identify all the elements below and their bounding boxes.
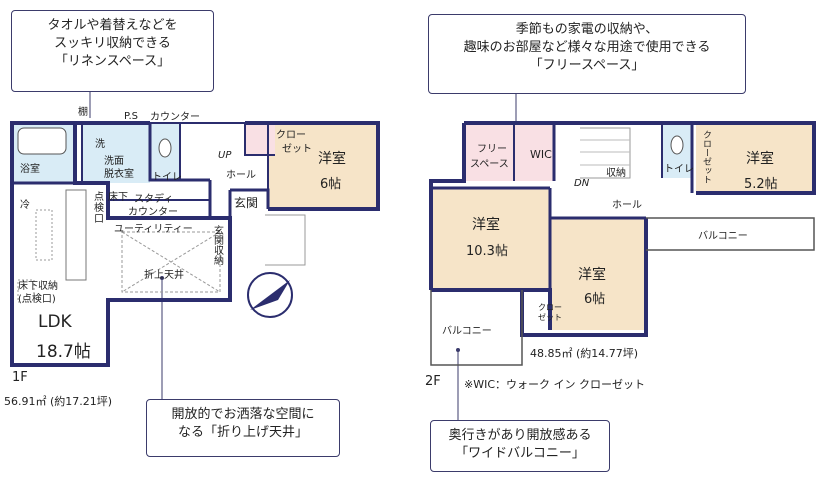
wic-note: ※WIC：ウォーク イン クローゼット bbox=[464, 378, 646, 391]
callout-line: スッキリ収納できる bbox=[54, 36, 171, 51]
label-genkan-storage-3: 収 bbox=[214, 246, 224, 257]
label-tana: 棚 bbox=[78, 107, 88, 118]
label-study-2: カウンター bbox=[128, 207, 178, 218]
room-yoshitsu-1f: 洋室 bbox=[318, 151, 346, 167]
floor-2f-area: 48.85㎡ (約14.77坪) bbox=[530, 347, 639, 360]
room-wash: 洗 bbox=[95, 139, 105, 150]
label-free-2: スペース bbox=[470, 159, 509, 170]
callout-line: 趣味のお部屋など様々な用途で使用できる bbox=[463, 40, 711, 55]
free-space-fill bbox=[464, 123, 514, 181]
callout-line: 季節もの家電の収納や、 bbox=[515, 22, 659, 37]
room-toilet-1f: トイレ bbox=[152, 172, 182, 183]
compass-icon bbox=[247, 272, 293, 318]
callout-line: 開放的でお洒落な空間に bbox=[171, 407, 315, 422]
label-up: UP bbox=[218, 150, 232, 161]
room-ldk-size: 18.7帖 bbox=[36, 342, 91, 362]
label-tenken-2: 検 bbox=[94, 203, 104, 214]
label-genkan-storage-1: 玄 bbox=[214, 226, 224, 237]
room-wic: WIC bbox=[530, 148, 552, 161]
room-yoshitsu-c-size: 6帖 bbox=[584, 292, 606, 307]
room-hall-2f: ホール bbox=[612, 200, 642, 211]
room-toilet-2f: トイレ bbox=[664, 164, 694, 175]
label-genkan-storage-4: 納 bbox=[214, 256, 224, 267]
label-study-1: スタディ bbox=[134, 194, 174, 205]
label-closet2-a: クロー bbox=[538, 303, 562, 312]
yoshitsu-b-fill bbox=[431, 188, 550, 290]
room-washroom-2: 脱衣室 bbox=[104, 169, 134, 180]
room-washroom-1: 洗面 bbox=[104, 156, 124, 167]
floor-1f-label: 1F bbox=[12, 370, 28, 385]
label-closet-vertical: クローゼット bbox=[701, 130, 711, 184]
floor-1f-area: 56.91㎡ (約17.21坪) bbox=[4, 395, 113, 408]
closet1-fill bbox=[245, 123, 275, 155]
label-storage-2f: 収納 bbox=[606, 168, 626, 179]
label-underfloor-1: 床下収納 bbox=[18, 281, 58, 292]
label-balcony-b: バルコニー bbox=[442, 326, 492, 337]
label-underfloor-2: (点検口) bbox=[18, 294, 56, 305]
callout-line: 「リネンスペース」 bbox=[54, 54, 171, 69]
room-ldk: LDK bbox=[38, 312, 72, 332]
washroom-fill bbox=[82, 123, 150, 183]
label-rei: 冷 bbox=[20, 200, 30, 211]
label-tenken-3: 口 bbox=[94, 214, 104, 225]
label-tenken-1: 点 bbox=[94, 192, 104, 203]
room-yoshitsu-b: 洋室 bbox=[472, 217, 500, 233]
yoshitsu-c-fill bbox=[550, 218, 646, 330]
label-ps: P.S bbox=[124, 111, 138, 122]
label-oriage: 折上天井 bbox=[144, 270, 184, 281]
callout-line: 「ワイドバルコニー」 bbox=[455, 446, 585, 461]
callout-linen-space: タオルや着替えなどを スッキリ収納できる 「リネンスペース」 bbox=[11, 10, 214, 92]
yoshitsu1-fill bbox=[268, 123, 378, 209]
label-free-1: フリー bbox=[477, 144, 507, 155]
callout-line: タオルや着替えなどを bbox=[47, 18, 178, 33]
room-yoshitsu-a-size: 5.2帖 bbox=[744, 177, 778, 192]
floor-2f-label: 2F bbox=[425, 374, 441, 389]
callout-line: なる「折り上げ天井」 bbox=[177, 425, 308, 440]
room-yoshitsu-c: 洋室 bbox=[578, 267, 606, 283]
label-closet-1: クロー bbox=[276, 130, 306, 141]
room-yoshitsu-1f-size: 6帖 bbox=[320, 177, 342, 192]
label-closet-2: ゼット bbox=[282, 144, 312, 155]
label-genkan-storage-2: 関 bbox=[214, 236, 224, 247]
label-counter-top: カウンター bbox=[150, 112, 200, 123]
callout-wide-balcony: 奥行きがあり開放感ある 「ワイドバルコニー」 bbox=[430, 420, 610, 472]
label-dn: DN bbox=[574, 178, 590, 189]
callout-free-space: 季節もの家電の収納や、 趣味のお部屋など様々な用途で使用できる 「フリースペース… bbox=[428, 14, 746, 94]
room-utility: ユーティリティー bbox=[114, 224, 193, 235]
room-yoshitsu-b-size: 10.3帖 bbox=[466, 244, 508, 259]
yoshitsu-a-fill bbox=[696, 123, 814, 193]
room-bath: 浴室 bbox=[20, 164, 40, 175]
wic-fill bbox=[514, 123, 554, 181]
label-closet2-b: ゼット bbox=[538, 313, 562, 322]
room-genkan: 玄関 bbox=[234, 196, 259, 210]
callout-line: 奥行きがあり開放感ある bbox=[448, 428, 592, 443]
callout-line: 「フリースペース」 bbox=[529, 58, 645, 73]
label-balcony-a: バルコニー bbox=[698, 231, 748, 242]
callout-ceiling: 開放的でお洒落な空間に なる「折り上げ天井」 bbox=[146, 399, 340, 457]
room-yoshitsu-a: 洋室 bbox=[746, 151, 774, 167]
label-yuka: 床下 bbox=[108, 192, 128, 203]
room-hall-1f: ホール bbox=[226, 170, 256, 181]
